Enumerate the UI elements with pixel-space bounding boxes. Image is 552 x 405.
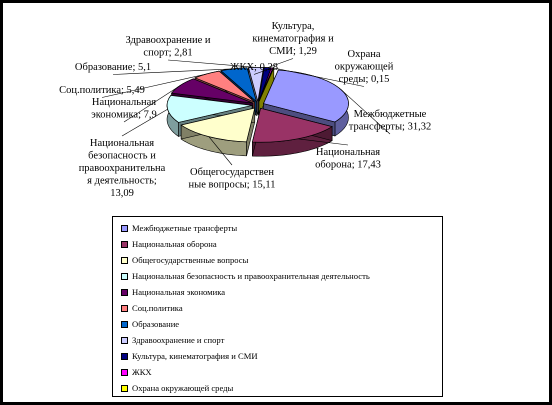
legend-label: Здравоохранение и спорт (132, 335, 225, 345)
pie-slice (263, 69, 349, 123)
data-label: Соц.политика; 5,49 (59, 85, 145, 96)
pie-slice (194, 70, 255, 103)
legend-item: Здравоохранение и спорт (121, 332, 442, 348)
legend-label: ЖКХ (132, 367, 152, 377)
leader-line (123, 85, 181, 123)
legend-label: Национальная безопасность и правоохранит… (132, 271, 370, 281)
legend-item: Культура, кинематография и СМИ (121, 348, 442, 364)
legend-label: Образование (132, 319, 180, 329)
leader-line (112, 68, 234, 75)
legend-swatch (121, 256, 128, 264)
leader-line (101, 73, 207, 98)
data-label: Образование; 5,1 (75, 62, 151, 73)
legend-swatch (121, 336, 128, 344)
leader-line (167, 59, 257, 68)
legend-swatch (121, 272, 128, 280)
legend-label: Соц.политика (132, 303, 183, 313)
legend-swatch (121, 320, 128, 328)
legend-item: Национальная оборона (121, 236, 442, 252)
leader-line (208, 136, 233, 166)
legend-swatch (121, 352, 128, 360)
legend-item: Образование (121, 316, 442, 332)
legend-item: Национальная безопасность и правоохранит… (121, 268, 442, 284)
legend-label: Межбюджетные трансферты (132, 223, 238, 233)
leader-line (273, 67, 365, 87)
leader-line (253, 67, 273, 75)
legend-swatch (121, 368, 128, 376)
legend-item: Охрана окружающей среды (121, 380, 442, 396)
legend-item: Межбюджетные трансферты (121, 220, 442, 236)
leader-line (121, 108, 168, 137)
leader-line (297, 138, 349, 146)
pie-slice (170, 78, 254, 104)
legend-swatch (121, 240, 128, 248)
legend-label: Национальная экономика (132, 287, 226, 297)
leader-line (341, 89, 391, 135)
data-label: ЖКХ; 0,28 (230, 62, 278, 73)
legend-swatch (121, 384, 128, 392)
legend-item: ЖКХ (121, 364, 442, 380)
legend-item: Общегосударственные вопросы (121, 252, 442, 268)
legend-swatch (121, 304, 128, 312)
legend-label: Национальная оборона (132, 239, 217, 249)
legend-item: Национальная экономика (121, 284, 442, 300)
legend-label: Охрана окружающей среды (132, 383, 234, 393)
legend-label: Культура, кинематография и СМИ (132, 351, 258, 361)
legend-swatch (121, 224, 128, 232)
pie-slice (251, 107, 333, 143)
legend-swatch (121, 288, 128, 296)
legend-label: Общегосударственные вопросы (132, 255, 249, 265)
pie-slice (166, 95, 253, 123)
leader-line (267, 58, 294, 68)
legend-item: Соц.политика (121, 300, 442, 316)
